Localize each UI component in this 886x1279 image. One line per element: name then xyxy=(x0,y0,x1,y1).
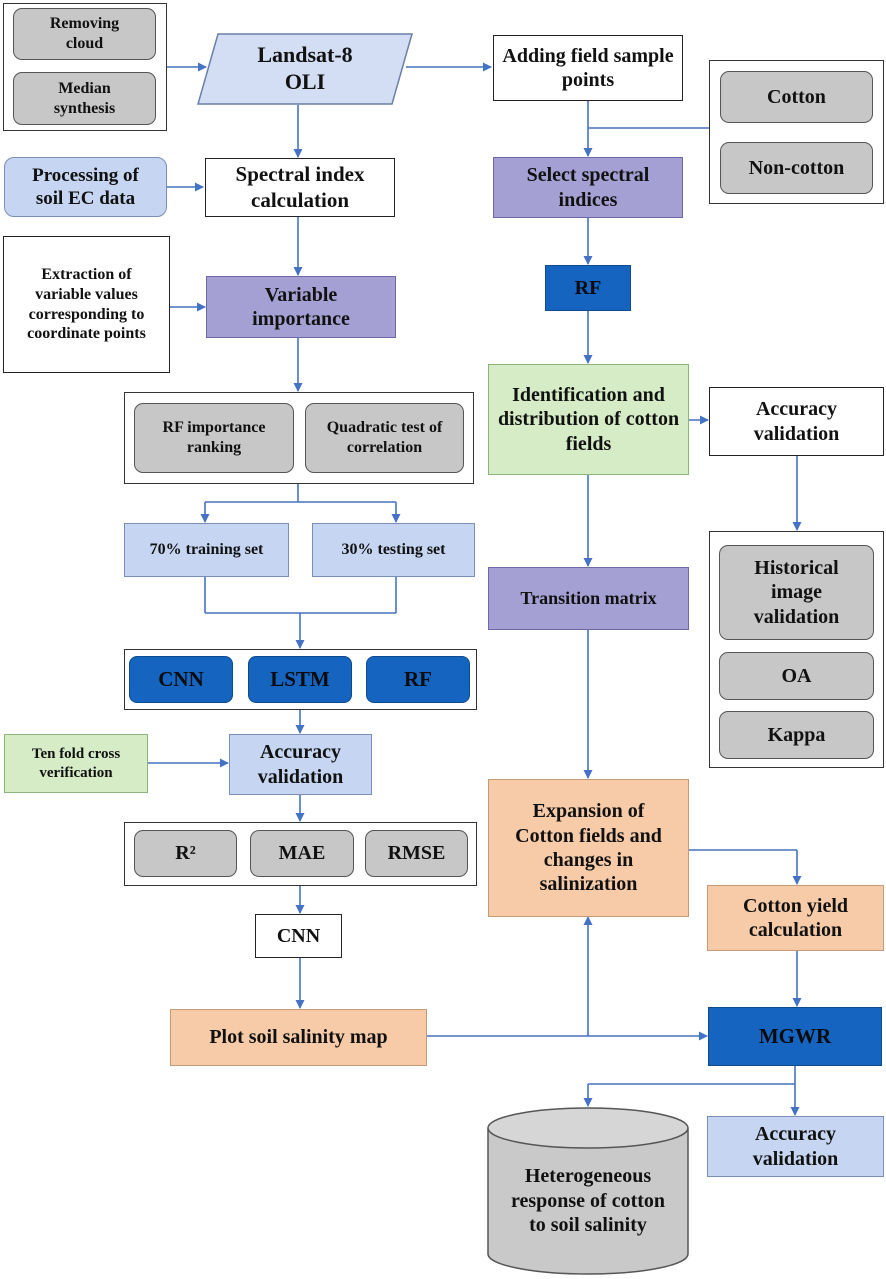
testing-set: 30% testing set xyxy=(312,523,475,577)
cnn-model: CNN xyxy=(129,656,233,703)
accuracy-validation-mgwr: Accuracy validation xyxy=(707,1116,884,1177)
lstm-model: LSTM xyxy=(248,656,352,703)
removing-cloud-step: Removing cloud xyxy=(13,8,156,60)
spectral-index-calculation: Spectral index calculation xyxy=(205,158,395,217)
selected-cnn-model: CNN xyxy=(255,914,342,958)
median-synthesis-step: Median synthesis xyxy=(13,72,156,125)
mgwr-model: MGWR xyxy=(708,1007,882,1066)
historical-image-validation: Historical image validation xyxy=(719,545,874,640)
extraction-of-variables: Extraction of variable values correspond… xyxy=(3,236,170,373)
kappa-metric: Kappa xyxy=(719,711,874,759)
quadratic-test-correlation: Quadratic test of correlation xyxy=(305,403,464,473)
heterogeneous-response: Heterogeneous response of cotton to soil… xyxy=(510,1165,666,1237)
ten-fold-cross-verification: Ten fold cross verification xyxy=(4,734,148,793)
accuracy-validation-regression: Accuracy validation xyxy=(229,734,372,795)
landsat-shape xyxy=(197,33,413,105)
transition-matrix: Transition matrix xyxy=(488,567,689,630)
heterogeneous-cylinder xyxy=(487,1107,689,1275)
rmse-metric: RMSE xyxy=(365,830,468,877)
identification-of-cotton-fields: Identification and distribution of cotto… xyxy=(488,364,689,475)
adding-field-samples: Adding field sample points xyxy=(493,35,683,101)
rf-model: RF xyxy=(366,656,470,703)
training-set: 70% training set xyxy=(124,523,289,577)
plot-soil-salinity-map: Plot soil salinity map xyxy=(170,1009,427,1066)
mae-metric: MAE xyxy=(250,830,354,877)
select-spectral-indices: Select spectral indices xyxy=(493,157,683,218)
variable-importance: Variable importance xyxy=(206,276,396,338)
processing-soil-ec: Processing of soil EC data xyxy=(4,157,167,217)
landsat-source: Landsat-8 OLI xyxy=(257,42,353,94)
r2-metric: R² xyxy=(134,830,237,877)
accuracy-validation-classification: Accuracy validation xyxy=(709,387,884,456)
cotton-yield-calculation: Cotton yield calculation xyxy=(707,885,884,951)
expansion-and-salinization: Expansion of Cotton fields and changes i… xyxy=(488,779,689,917)
cotton-class: Cotton xyxy=(720,71,873,123)
oa-metric: OA xyxy=(719,652,874,700)
non-cotton-class: Non-cotton xyxy=(720,142,873,194)
rf-importance-ranking: RF importance ranking xyxy=(134,403,294,473)
rf-classifier: RF xyxy=(545,265,631,311)
